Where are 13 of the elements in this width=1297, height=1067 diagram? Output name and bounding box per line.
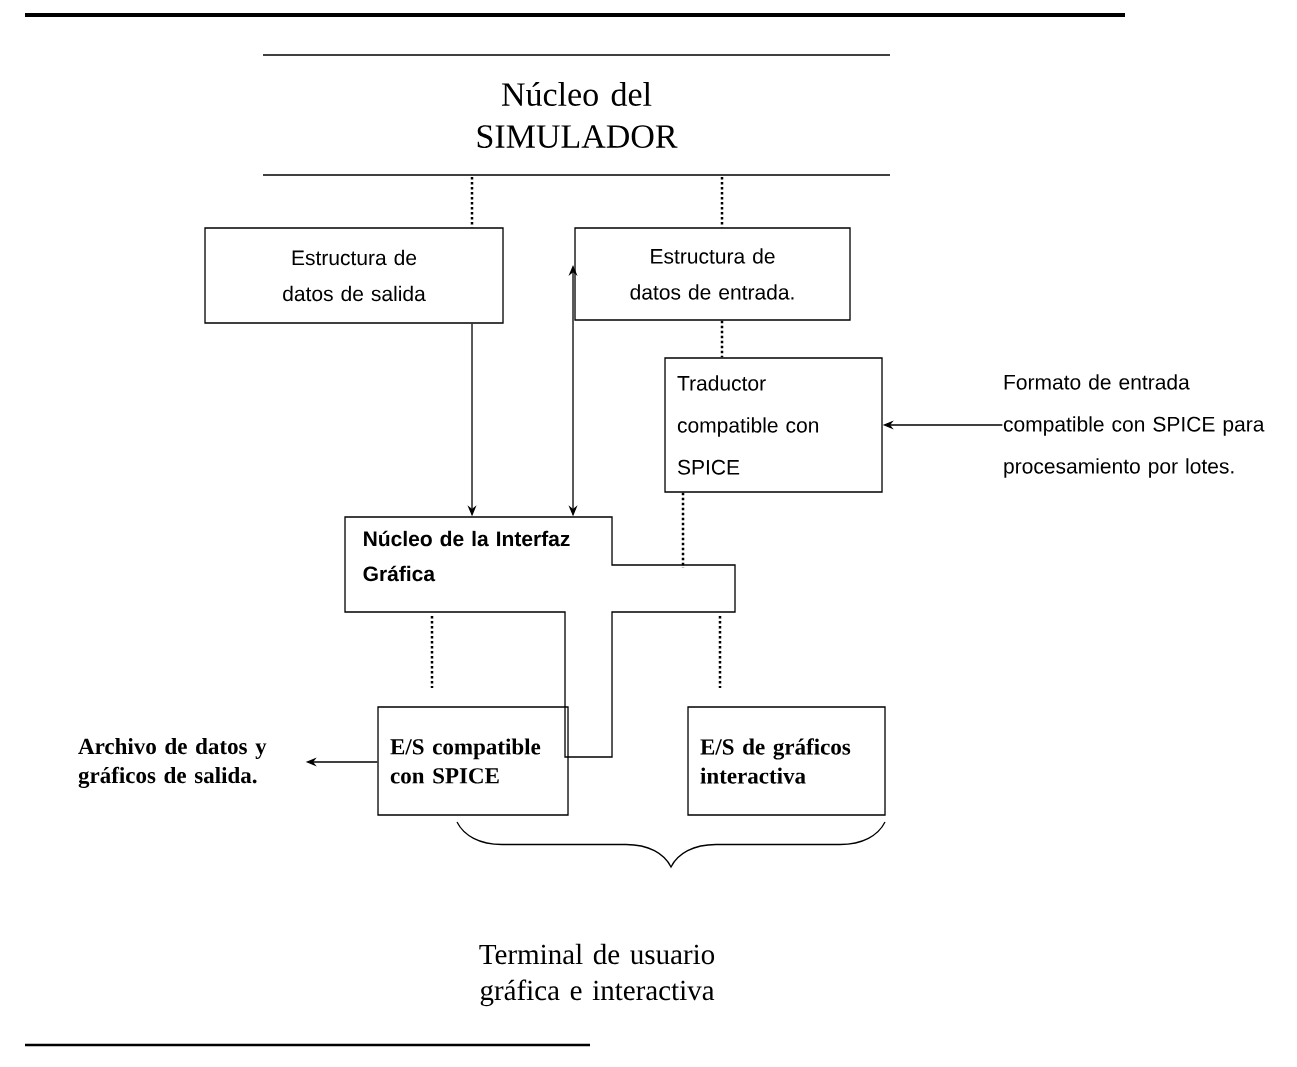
process-box: E/S compatible con SPICE [377,706,569,816]
note-text: Formato de entrada compatible con SPICE para procesamiento por lotes. [1003,374,1265,478]
dotted-connector [430,616,434,688]
dotted-connector [718,616,722,688]
dotted-connector [681,492,685,568]
process-box: Estructura de datos de salida [204,227,504,324]
process-box: Estructura de datos de entrada. [574,227,851,321]
note-text: Archivo de datos y gráficos de salida. [78,737,267,788]
caption-text: Terminal de usuario gráfica e interactiva [479,943,715,1007]
dotted-connector [720,320,724,358]
title-band: Núcleo del SIMULADOR [262,54,891,176]
process-box: Traductor compatible con SPICE [664,357,883,493]
process-box: E/S de gráficos interactiva [687,706,886,816]
